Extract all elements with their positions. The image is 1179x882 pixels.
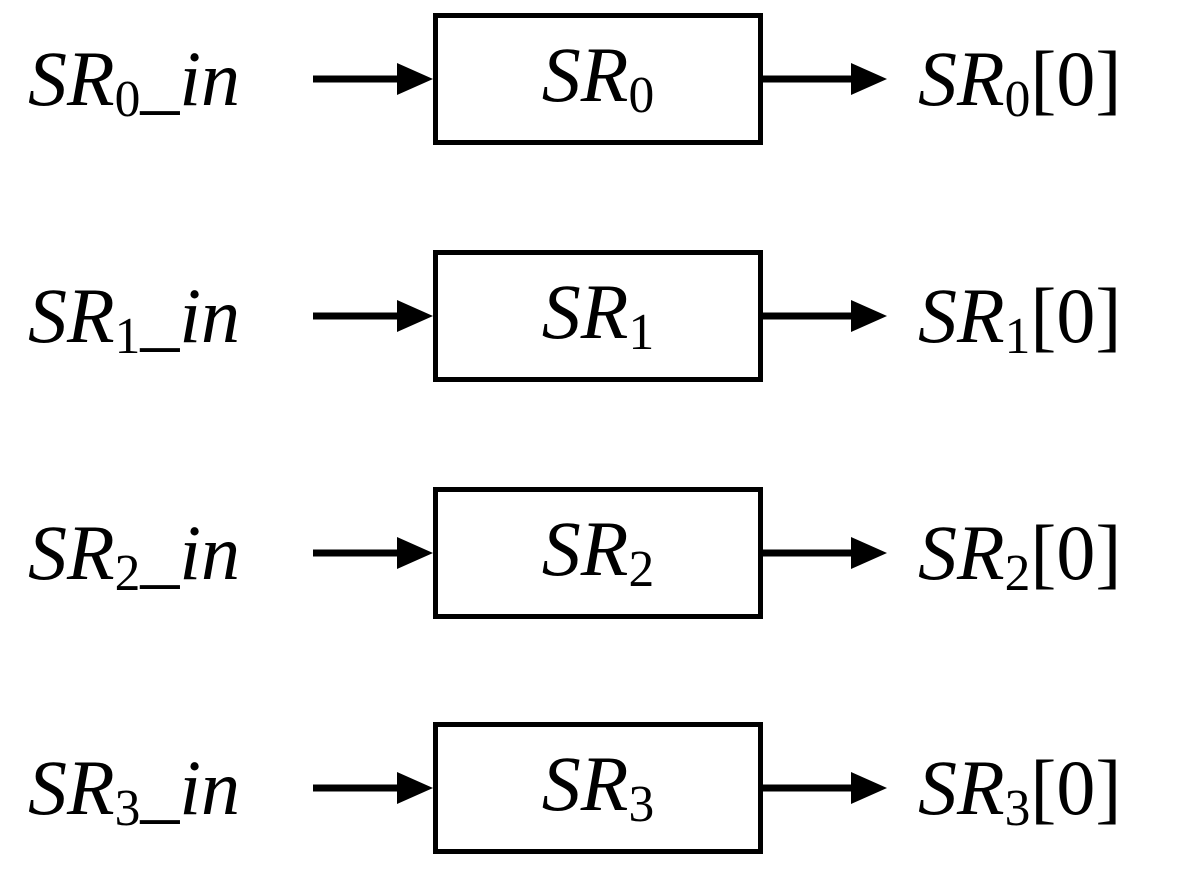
arrow-right-icon: [313, 772, 433, 804]
shift-register-box: SR0: [433, 13, 763, 145]
output-signal-label: SR2[0]: [918, 514, 1121, 600]
signal-base: SR: [28, 35, 115, 122]
signal-suffix: _in: [140, 272, 241, 359]
signal-subscript: 0: [1004, 71, 1031, 129]
output-signal-label: SR3[0]: [918, 749, 1121, 835]
arrow-right-icon: [763, 537, 887, 569]
signal-subscript: 3: [1004, 780, 1031, 838]
output-signal-label: SR0[0]: [918, 40, 1121, 126]
box-label: SR1: [541, 268, 655, 362]
signal-suffix: _in: [140, 509, 241, 596]
signal-subscript: 2: [114, 545, 141, 603]
input-signal-label: SR3_in: [28, 749, 240, 835]
signal-base: SR: [918, 744, 1005, 831]
diagram-row: SR0_in SR0 SR0[0]: [0, 13, 1179, 145]
signal-subscript: 1: [114, 308, 141, 366]
signal-base: SR: [918, 35, 1005, 122]
box-label: SR3: [541, 740, 655, 834]
arrow-right-icon: [763, 772, 887, 804]
signal-subscript: 2: [1004, 545, 1031, 603]
signal-base: SR: [918, 509, 1005, 596]
signal-base: SR: [28, 272, 115, 359]
signal-suffix: [0]: [1030, 272, 1122, 359]
box-label: SR0: [541, 31, 655, 125]
input-signal-label: SR0_in: [28, 40, 240, 126]
input-signal-label: SR2_in: [28, 514, 240, 600]
signal-suffix: [0]: [1030, 509, 1122, 596]
signal-suffix: _in: [140, 744, 241, 831]
box-label: SR2: [541, 505, 655, 599]
signal-base: SR: [28, 744, 115, 831]
diagram-row: SR1_in SR1 SR1[0]: [0, 250, 1179, 382]
signal-suffix: _in: [140, 35, 241, 122]
shift-register-box: SR1: [433, 250, 763, 382]
signal-base: SR: [918, 272, 1005, 359]
signal-subscript: 1: [1004, 308, 1031, 366]
signal-suffix: [0]: [1030, 744, 1122, 831]
signal-base: SR: [28, 509, 115, 596]
arrow-right-icon: [763, 300, 887, 332]
signal-suffix: [0]: [1030, 35, 1122, 122]
input-signal-label: SR1_in: [28, 277, 240, 363]
signal-subscript: 3: [114, 780, 141, 838]
arrow-right-icon: [313, 537, 433, 569]
arrow-right-icon: [763, 63, 887, 95]
diagram-row: SR3_in SR3 SR3[0]: [0, 722, 1179, 854]
shift-register-box: SR3: [433, 722, 763, 854]
arrow-right-icon: [313, 300, 433, 332]
output-signal-label: SR1[0]: [918, 277, 1121, 363]
shift-register-box: SR2: [433, 487, 763, 619]
signal-subscript: 0: [114, 71, 141, 129]
diagram-row: SR2_in SR2 SR2[0]: [0, 487, 1179, 619]
arrow-right-icon: [313, 63, 433, 95]
